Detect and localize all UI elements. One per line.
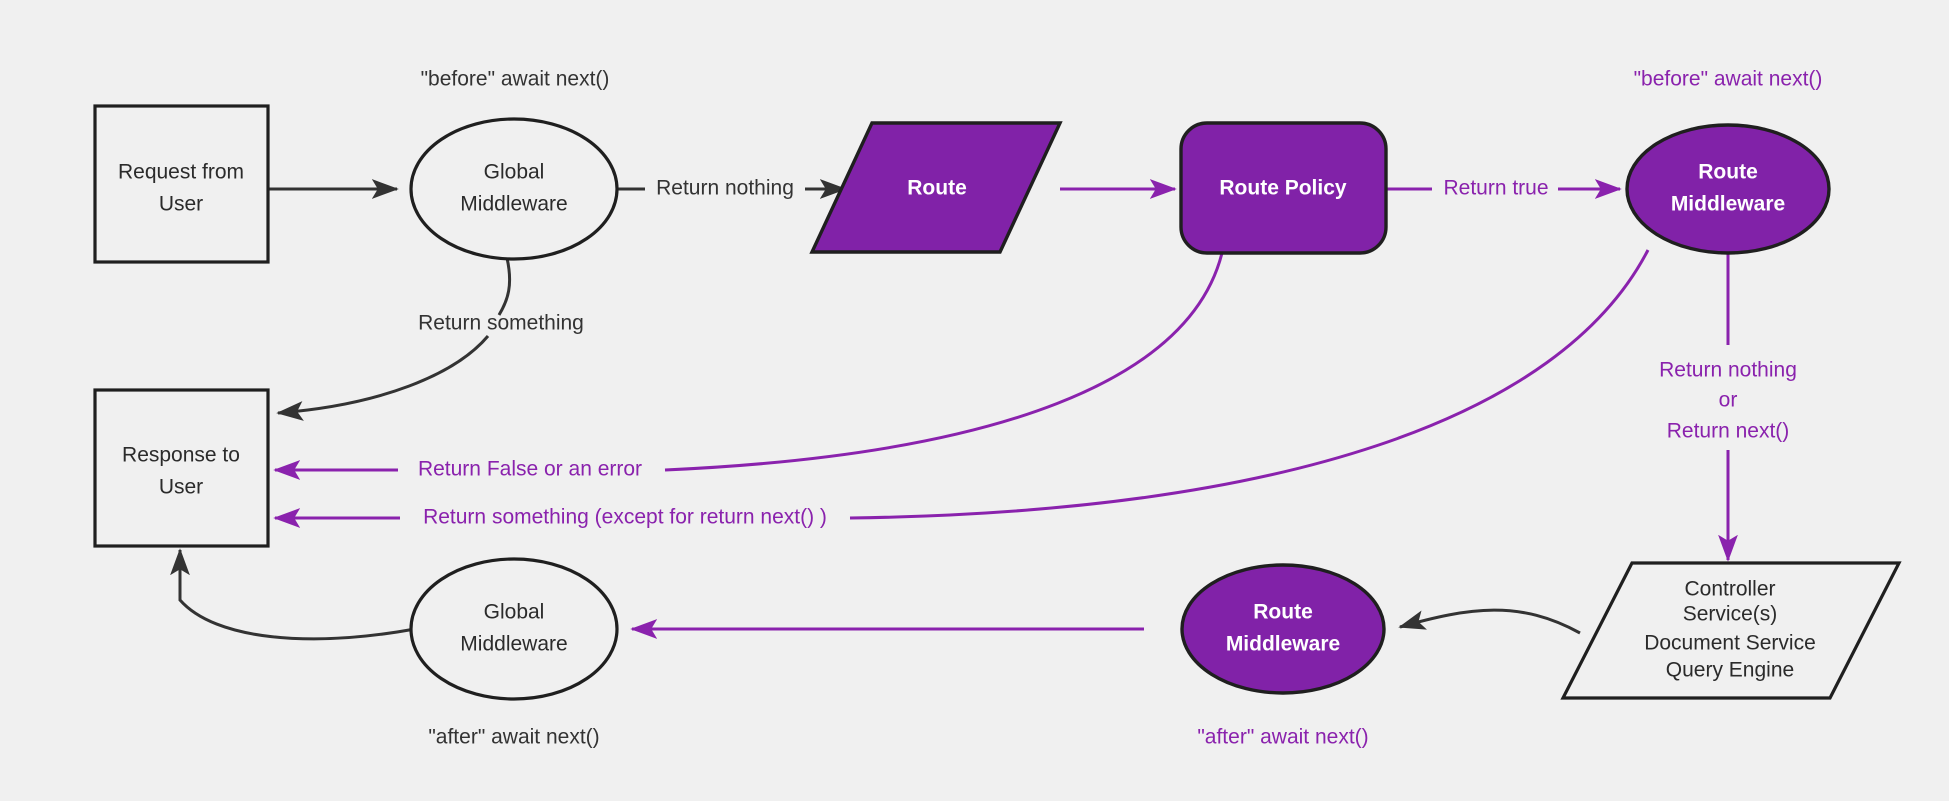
edge-label-return-something-except: Return something (except for return next…	[423, 506, 827, 529]
edge-label-return-something: Return something	[418, 312, 584, 335]
global-middleware-bottom-shape	[409, 557, 619, 701]
global-middleware-top-shape	[409, 117, 619, 261]
response-to-user-label-line2: User	[159, 476, 203, 499]
edge-label-return-false-or-error: Return False or an error	[418, 458, 642, 481]
node-request-from-user[interactable]: Request from User	[93, 104, 270, 264]
global-middleware-top-label-line1: Global	[484, 161, 545, 184]
route-middleware-top-label-line1: Route	[1698, 161, 1758, 184]
global-middleware-bottom-label-line2: Middleware	[460, 633, 567, 656]
node-route-policy[interactable]: Route Policy	[1179, 121, 1388, 255]
route-shape	[809, 121, 1063, 254]
edge-label-return-nothing-or-line3: Return next()	[1667, 420, 1790, 443]
edge-route-policy-to-response-curve	[664, 252, 1224, 472]
annotation-before-await-next-global: "before" await next()	[421, 68, 610, 91]
request-from-user-label-line1: Request from	[118, 161, 244, 184]
edge-controller-to-route-middleware-bottom	[1398, 608, 1581, 635]
edge-global-middleware-to-response-lower	[276, 335, 490, 421]
edge-label-return-true: Return true	[1443, 177, 1548, 200]
route-middleware-bottom-label-line2: Middleware	[1226, 633, 1340, 656]
edge-label-return-nothing-or-line1: Return nothing	[1659, 359, 1797, 382]
response-to-user-label-line1: Response to	[122, 444, 240, 467]
controller-services-label-line1: Controller	[1684, 578, 1775, 601]
edge-global-middleware-bottom-to-response	[170, 548, 416, 641]
node-controller-services[interactable]: Controller Service(s) Document Service Q…	[1560, 561, 1902, 700]
edge-label-return-nothing: Return nothing	[656, 177, 794, 200]
node-route-middleware-bottom[interactable]: Route Middleware	[1180, 563, 1386, 695]
edge-global-middleware-to-response-upper	[497, 257, 512, 316]
route-middleware-bottom-label-line1: Route	[1253, 601, 1313, 624]
global-middleware-bottom-label-line1: Global	[484, 601, 545, 624]
node-route[interactable]: Route	[809, 121, 1063, 254]
response-to-user-shape	[93, 388, 270, 548]
node-global-middleware-top[interactable]: Global Middleware	[409, 117, 619, 261]
annotation-after-await-next-route: "after" await next()	[1197, 726, 1368, 749]
annotation-after-await-next-global: "after" await next()	[428, 726, 599, 749]
node-route-middleware-top[interactable]: Route Middleware	[1625, 123, 1831, 255]
edge-route-middleware-to-response-curve	[849, 249, 1650, 520]
controller-services-label-line2: Service(s)	[1683, 603, 1778, 626]
request-from-user-label-line2: User	[159, 193, 203, 216]
node-global-middleware-bottom[interactable]: Global Middleware	[409, 557, 619, 701]
controller-services-label-line4: Query Engine	[1666, 659, 1794, 682]
global-middleware-top-label-line2: Middleware	[460, 193, 567, 216]
route-middleware-top-shape	[1625, 123, 1831, 255]
controller-services-label-line3: Document Service	[1644, 632, 1816, 655]
annotation-before-await-next-route: "before" await next()	[1634, 68, 1823, 91]
route-label: Route	[907, 177, 967, 200]
node-response-to-user[interactable]: Response to User	[93, 388, 270, 548]
route-middleware-bottom-shape	[1180, 563, 1386, 695]
route-middleware-top-label-line2: Middleware	[1671, 193, 1785, 216]
controller-services-shape	[1560, 561, 1902, 700]
route-policy-shape	[1179, 121, 1388, 255]
route-policy-label: Route Policy	[1219, 177, 1347, 200]
request-from-user-shape	[93, 104, 270, 264]
edge-label-return-nothing-or-line2: or	[1719, 389, 1738, 412]
